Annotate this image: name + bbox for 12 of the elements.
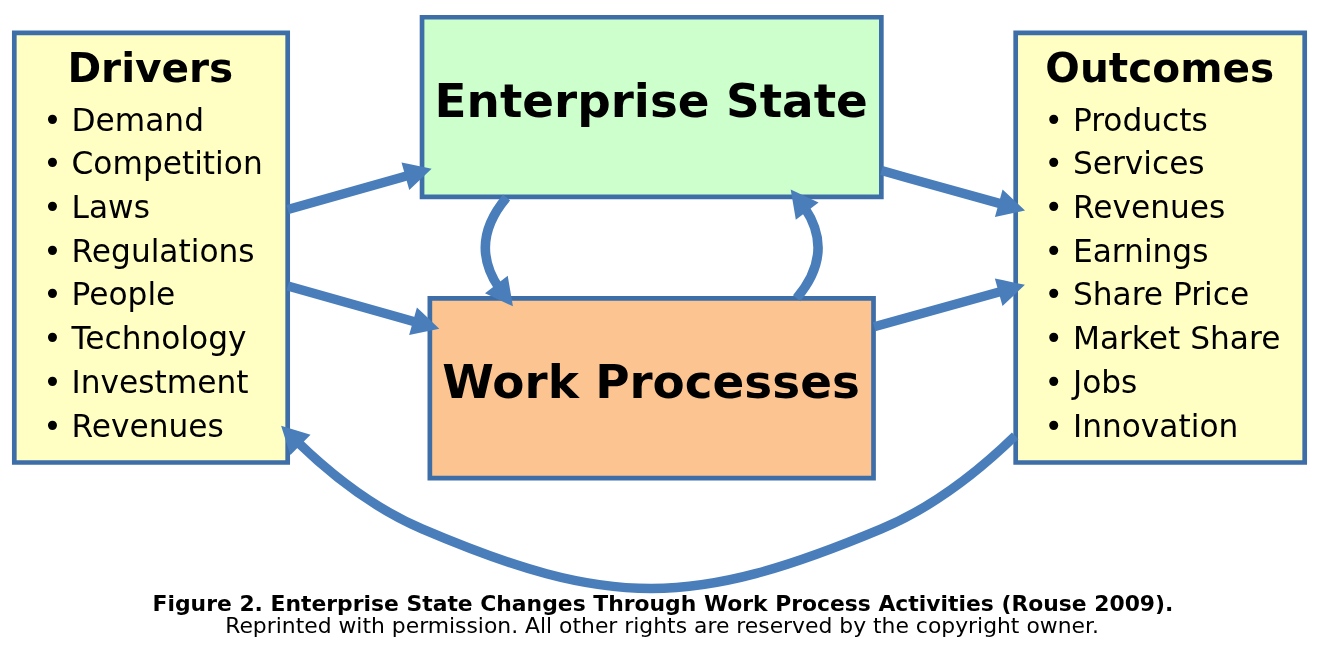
arrow — [286, 161, 432, 214]
arrow — [880, 165, 1026, 217]
node-box: Outcomes • Products • Services • Revenues • Earnings • Share Price • Market Share • Jobs • Innovation — [1013, 30, 1308, 465]
node-box: Drivers • Demand • Competition • Laws • Regulations • People • Technology • Investment • Revenues — [11, 30, 291, 465]
node-box: Work Processes — [427, 295, 876, 480]
arrow — [286, 280, 440, 335]
arrow — [790, 188, 823, 301]
arrow — [480, 194, 513, 306]
caption: Figure 2. Enterprise State Changes Through Work Process Activities (Rouse 2009). Reprinted with permission. All other rights are reserved by the copyright owner. — [152, 590, 1174, 638]
arrow — [281, 425, 1019, 593]
arrow — [872, 277, 1025, 331]
node-box: Enterprise State — [419, 14, 884, 199]
